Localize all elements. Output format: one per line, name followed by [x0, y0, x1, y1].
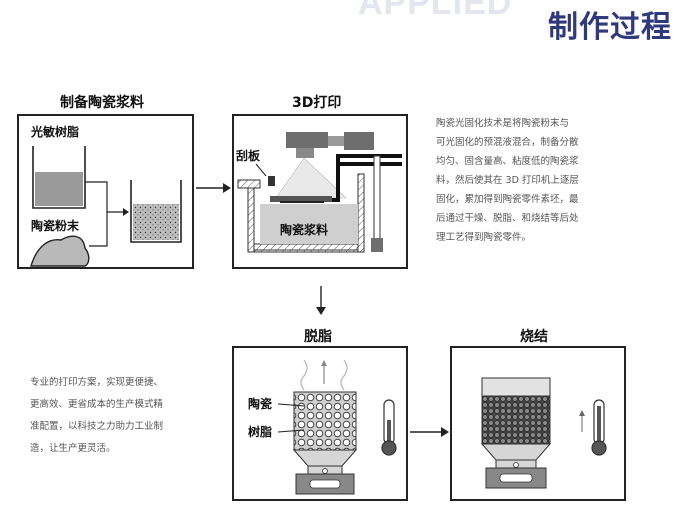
steam-arrow-icon	[321, 360, 327, 366]
arrow-down-icon	[316, 286, 326, 315]
arrow-right-icon-2	[410, 427, 449, 437]
label-resin-binder: 树脂	[248, 424, 272, 439]
arrow-right-icon	[196, 183, 231, 193]
page-title: 制作过程	[548, 10, 672, 45]
arrow-head-icon	[123, 208, 129, 216]
printing-panel: 刮板 陶瓷浆料	[232, 114, 408, 269]
mixing-beaker	[130, 180, 182, 243]
stage-title-debind: 脱脂	[304, 329, 332, 345]
thermometer-icon	[381, 399, 397, 456]
solution-description: 专业的打印方案，实现更便捷、 更高效、更省成本的生产模式精 准配置，以科技之力助…	[30, 377, 164, 454]
sintered-part	[481, 395, 551, 445]
watermark-text: APPLIED	[358, 0, 513, 22]
green-part	[293, 391, 357, 451]
prep-slurry-illustration: 光敏树脂 陶瓷粉末	[30, 124, 182, 267]
temperature-up-icon	[579, 410, 585, 416]
label-ceramic: 陶瓷	[248, 396, 272, 411]
printer-illustration: 刮板 陶瓷浆料	[236, 132, 402, 253]
stage-title-print: 3D打印	[292, 95, 342, 111]
stage-title-sinter: 烧结	[520, 329, 548, 345]
sintering-illustration	[480, 377, 607, 489]
label-powder: 陶瓷粉末	[31, 218, 80, 233]
ceramic-powder-pile	[30, 235, 90, 267]
process-description: 陶瓷光固化技术是将陶瓷粉末与 可光固化的预混液混合，制备分散 均匀、固含量高、粘…	[436, 118, 579, 243]
thermometer-hot-icon	[591, 399, 607, 456]
prep-slurry-panel: 光敏树脂 陶瓷粉末	[17, 114, 194, 269]
flow-line-powder	[89, 212, 108, 247]
build-platform	[270, 196, 332, 202]
stage-title-prep: 制备陶瓷浆料	[60, 95, 144, 111]
debinding-panel: 陶瓷 树脂	[232, 346, 408, 501]
resin-liquid	[35, 172, 83, 206]
light-beam	[275, 157, 347, 199]
label-resin: 光敏树脂	[30, 124, 79, 139]
scraper-blade	[268, 176, 275, 186]
light-source	[286, 132, 328, 148]
sintering-panel	[450, 346, 626, 501]
flow-line-resin	[85, 181, 127, 213]
debinding-illustration: 陶瓷 树脂	[248, 359, 397, 495]
label-scraper: 刮板	[236, 148, 261, 163]
ceramic-slurry	[260, 204, 358, 244]
z-axis-rod	[373, 155, 381, 241]
resin-beaker	[32, 146, 86, 209]
label-slurry: 陶瓷浆料	[280, 222, 328, 237]
